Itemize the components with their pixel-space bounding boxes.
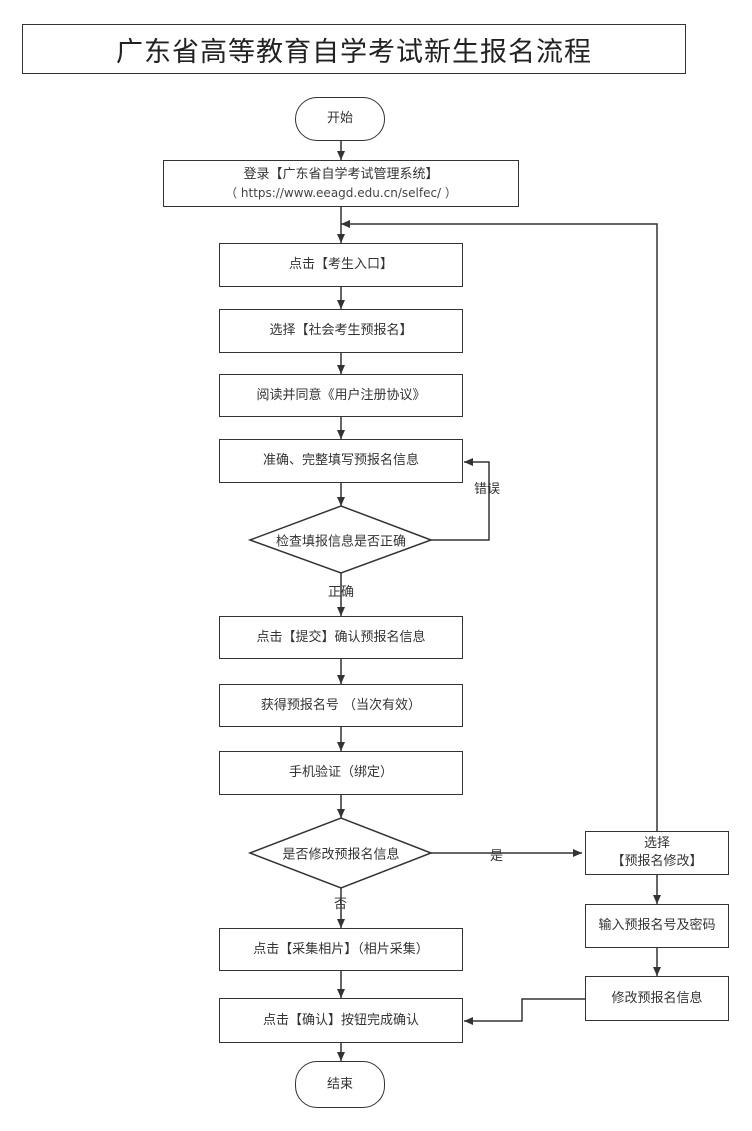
edge-error-loop: [431, 458, 490, 541]
fill-info-label: 准确、完整填写预报名信息: [262, 453, 419, 468]
read-agree-label: 阅读并同意《用户注册协议》: [256, 387, 426, 403]
login-url: （ https://www.eeagd.edu.cn/selfec/ ）: [225, 185, 457, 200]
check-info-decision: 检查填报信息是否正确: [275, 534, 407, 550]
decision-modify-shape: [247, 817, 434, 889]
phone-verify-label: 手机验证（绑定）: [288, 765, 393, 780]
choose-modify-label-2: 【预报名修改】: [611, 854, 703, 869]
login-label: 登录【广东省自学考试管理系统】: [243, 166, 439, 182]
click-entry-step: 点击【考生入口】: [219, 243, 463, 287]
input-number-label: 输入预报名号及密码: [598, 918, 716, 933]
confirm-label: 点击【确认】按钮完成确认: [262, 1012, 419, 1028]
photo-label: 点击【采集相片】（相片采集）: [253, 941, 429, 957]
edge-modinfo-confirm: [464, 998, 585, 1025]
correct-label: 正确: [328, 585, 355, 600]
start-terminal: 开始: [295, 97, 385, 141]
photo-step: 点击【采集相片】（相片采集）: [219, 928, 463, 971]
confirm-step: 点击【确认】按钮完成确认: [219, 998, 463, 1043]
end-terminal: 结束: [295, 1061, 385, 1108]
login-step: 登录【广东省自学考试管理系统】 （ https://www.eeagd.edu.…: [163, 160, 519, 207]
no-label: 否: [334, 897, 348, 912]
choose-modify-step: 选择 【预报名修改】: [585, 831, 729, 875]
get-number-label: 获得预报名号 （当次有效）: [260, 697, 422, 713]
choose-social-step: 选择【社会考生预报名】: [219, 309, 463, 353]
submit-step: 点击【提交】确认预报名信息: [219, 616, 463, 659]
choose-social-label: 选择【社会考生预报名】: [269, 323, 413, 338]
submit-label: 点击【提交】确认预报名信息: [256, 629, 426, 645]
phone-verify-step: 手机验证（绑定）: [219, 751, 463, 795]
input-number-step: 输入预报名号及密码: [585, 904, 729, 948]
choose-modify-label-1: 选择: [643, 836, 670, 851]
edge-return-loop: [341, 220, 658, 831]
click-entry-label: 点击【考生入口】: [288, 257, 393, 272]
error-label: 错误: [474, 482, 501, 497]
get-number-step: 获得预报名号 （当次有效）: [219, 684, 463, 727]
modify-info-label: 修改预报名信息: [611, 990, 703, 1006]
fill-info-step: 准确、完整填写预报名信息: [219, 439, 463, 483]
read-agree-step: 阅读并同意《用户注册协议》: [219, 374, 463, 417]
start-label: 开始: [326, 111, 353, 126]
yes-label: 是: [490, 849, 504, 864]
page-title: 广东省高等教育自学考试新生报名流程: [22, 24, 686, 74]
decision-check-shape: [247, 505, 434, 574]
end-label: 结束: [326, 1076, 353, 1092]
modify-info-step: 修改预报名信息: [585, 976, 729, 1021]
modify-decision: 是否修改预报名信息: [282, 847, 400, 863]
